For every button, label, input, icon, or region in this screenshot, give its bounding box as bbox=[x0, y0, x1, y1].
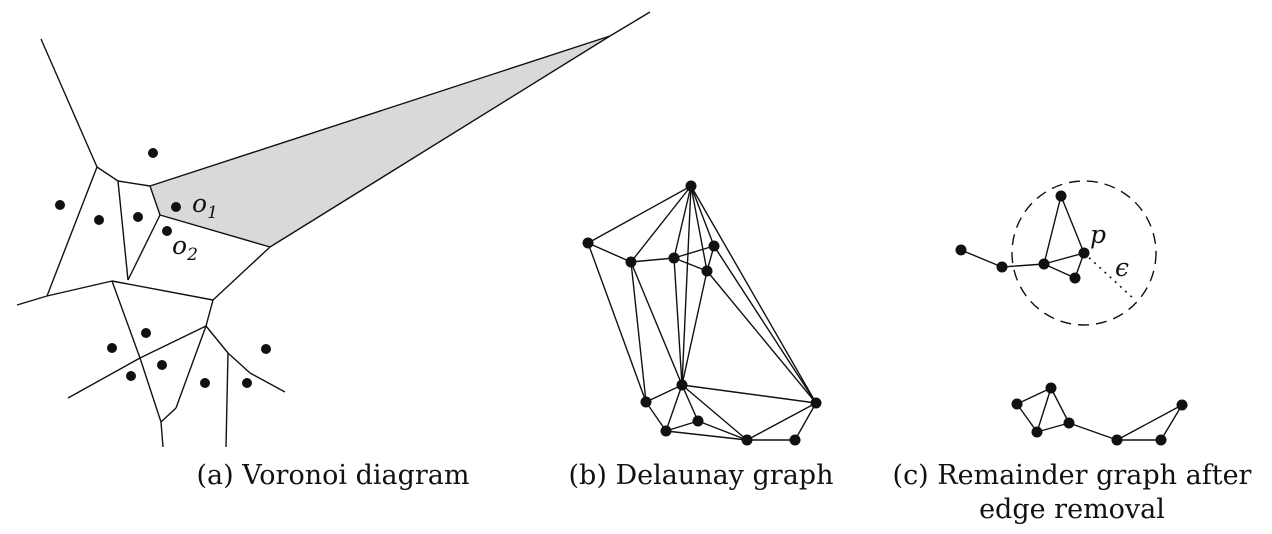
site-point bbox=[133, 212, 143, 222]
delaunay-edges bbox=[587, 185, 817, 441]
o2-label: o2 bbox=[172, 231, 198, 265]
epsilon-radius bbox=[1083, 252, 1136, 301]
epsilon-neighborhood-circle bbox=[1011, 180, 1157, 326]
graph-vertex bbox=[676, 379, 688, 391]
graph-vertex bbox=[701, 265, 713, 277]
graph-vertex bbox=[1063, 417, 1075, 429]
graph-vertex bbox=[668, 252, 680, 264]
graph-vertex bbox=[1011, 398, 1023, 410]
graph-vertex bbox=[955, 244, 967, 256]
graph-vertex bbox=[1055, 190, 1067, 202]
graph-vertex bbox=[996, 261, 1008, 273]
remainder-edges bbox=[960, 195, 1183, 441]
graph-vertex bbox=[789, 434, 801, 446]
p-label: p bbox=[1090, 220, 1106, 249]
site-point-o1 bbox=[171, 202, 181, 212]
graph-vertex bbox=[1111, 434, 1123, 446]
graph-vertex bbox=[582, 237, 594, 249]
graph-vertex bbox=[625, 256, 637, 268]
site-point bbox=[94, 215, 104, 225]
site-point-o2 bbox=[162, 226, 172, 236]
site-point bbox=[141, 328, 151, 338]
graph-vertex bbox=[685, 180, 697, 192]
site-point bbox=[157, 360, 167, 370]
graph-vertex bbox=[741, 434, 753, 446]
graph-vertex bbox=[1176, 399, 1188, 411]
epsilon-label: ϵ bbox=[1115, 253, 1129, 282]
delaunay-vertices bbox=[582, 180, 822, 446]
caption-b: (b) Delaunay graph bbox=[569, 460, 834, 491]
site-point bbox=[261, 344, 271, 354]
voronoi-diagram-panel: o1 o2 (a) Voronoi diagram bbox=[16, 11, 651, 491]
graph-vertex bbox=[1045, 382, 1057, 394]
graph-vertex bbox=[810, 397, 822, 409]
graph-vertex bbox=[640, 396, 652, 408]
voronoi-edges bbox=[16, 11, 651, 448]
graph-vertex bbox=[708, 240, 720, 252]
caption-a: (a) Voronoi diagram bbox=[197, 460, 470, 491]
site-point bbox=[242, 378, 252, 388]
delaunay-graph-panel: (b) Delaunay graph bbox=[569, 180, 834, 491]
graph-vertex-p bbox=[1078, 247, 1090, 259]
graph-vertex bbox=[1155, 434, 1167, 446]
site-point bbox=[200, 378, 210, 388]
remainder-vertices bbox=[955, 190, 1188, 446]
graph-vertex bbox=[1031, 426, 1043, 438]
site-point bbox=[55, 200, 65, 210]
site-point bbox=[148, 148, 158, 158]
caption-c-line2: edge removal bbox=[979, 494, 1165, 525]
site-point bbox=[126, 371, 136, 381]
o1-label: o1 bbox=[192, 189, 218, 223]
graph-vertex bbox=[660, 425, 672, 437]
remainder-graph-panel: p ϵ (c) Remainder graph after edge remov… bbox=[893, 180, 1252, 525]
graph-vertex bbox=[1069, 272, 1081, 284]
site-point bbox=[107, 343, 117, 353]
graph-vertex bbox=[1038, 258, 1050, 270]
graph-vertex bbox=[692, 415, 704, 427]
highlighted-voronoi-cell bbox=[150, 36, 610, 247]
caption-c-line1: (c) Remainder graph after bbox=[893, 460, 1252, 491]
voronoi-sites bbox=[55, 148, 271, 388]
